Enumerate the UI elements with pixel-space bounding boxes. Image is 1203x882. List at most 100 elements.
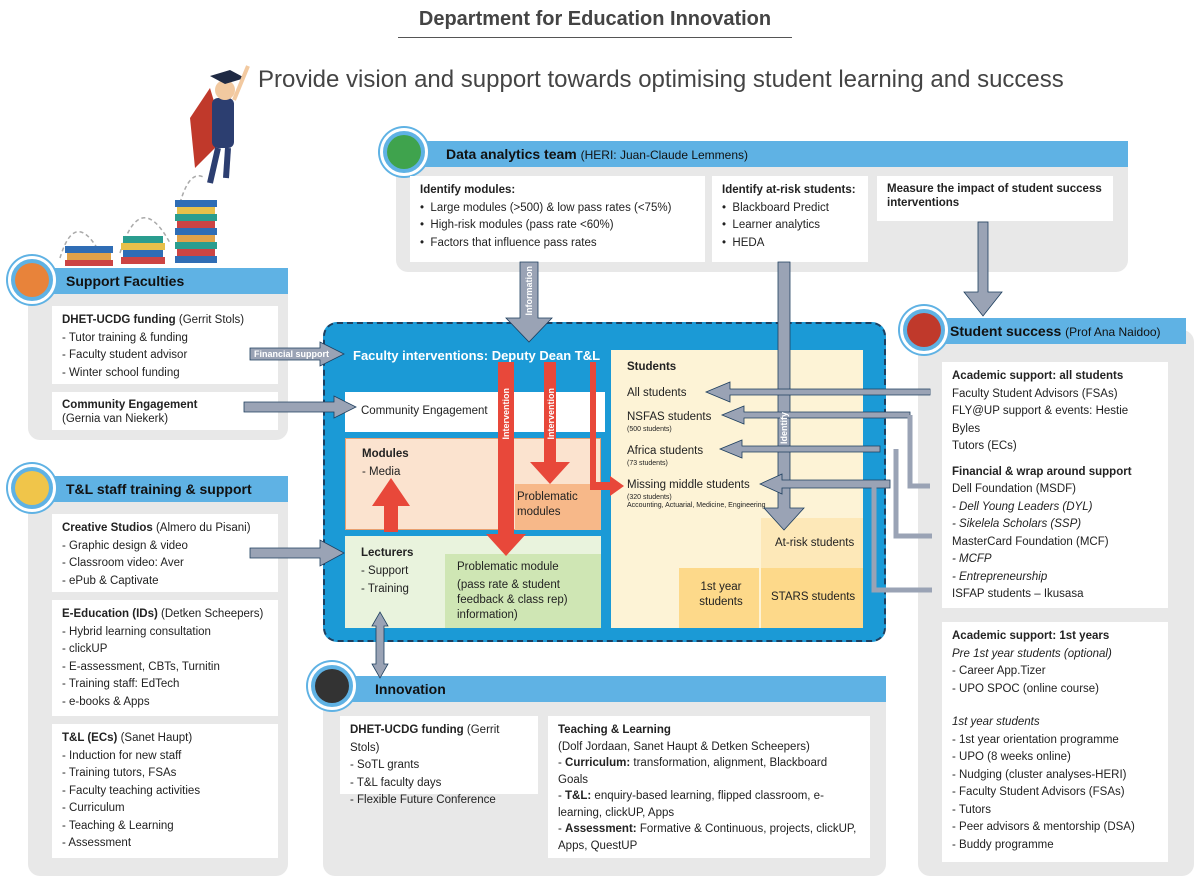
intervention-label-2: Intervention	[546, 388, 556, 440]
item-label: T&L:	[565, 790, 592, 802]
classroom-icon	[15, 471, 49, 505]
data-analytics-title: Data analytics team	[446, 146, 577, 162]
list-item: Assessment	[62, 835, 268, 853]
list-item: Peer advisors & mentorship (DSA)	[952, 819, 1158, 837]
card-heading-sub: (Gerrit Stols)	[178, 314, 245, 326]
first-year-box: 1st year students	[679, 568, 759, 628]
stars-box: STARS students	[761, 568, 863, 628]
card-heading-sub: (Sanet Haupt)	[120, 732, 193, 744]
card-heading-sub: (Detken Scheepers)	[161, 608, 264, 620]
lecturers-title: Lecturers	[361, 547, 414, 559]
tl-staff-header: T&L staff training & support	[28, 476, 288, 502]
list-item: UPO SPOC (online course)	[952, 681, 1158, 699]
list-item: Curriculum	[62, 800, 268, 818]
creative-studios-card: Creative Studios (Almero du Pisani) Grap…	[52, 514, 278, 592]
list-item: - Dell Young Leaders (DYL)	[952, 500, 1093, 513]
community-engagement-box: Community Engagement	[345, 392, 605, 432]
financial-support-label: Financial support	[254, 349, 330, 359]
faculty-interventions-title: Faculty interventions: Deputy Dean T&L	[353, 348, 601, 363]
student-success-title: Student success	[950, 323, 1062, 339]
list-item: Winter school funding	[62, 365, 268, 383]
tl-staff-title: T&L staff training & support	[66, 481, 252, 497]
innovation-teaching-learning-card: Teaching & Learning (Dolf Jordaan, Sanet…	[548, 716, 870, 858]
list-item: Learner analytics	[722, 217, 858, 235]
community-engagement-card: Community Engagement (Gernia van Niekerk…	[52, 392, 278, 430]
list-item: - T&L: enquiry-based learning, flipped c…	[558, 790, 824, 819]
africa-students-label: Africa students	[627, 445, 704, 457]
item-label: Assessment:	[565, 823, 637, 835]
list-item: Large modules (>500) & low pass rates (<…	[420, 200, 695, 218]
innovation-title: Innovation	[375, 681, 446, 697]
community-engagement-label: Community Engagement	[361, 405, 488, 417]
list-item: 1st year orientation programme	[952, 732, 1158, 750]
lightbulb-icon	[315, 669, 349, 703]
list-item: Induction for new staff	[62, 748, 268, 766]
card-heading: DHET-UCDG funding	[62, 314, 176, 326]
data-analytics-header: Data analytics team (HERI: Juan-Claude L…	[396, 141, 1128, 167]
e-education-card: E-Education (IDs) (Detken Scheepers) Hyb…	[52, 600, 278, 716]
list-item: ISFAP students – Ikusasa	[952, 588, 1084, 600]
all-students-label: All students	[627, 387, 687, 399]
modules-item: - Media	[362, 466, 401, 478]
measure-impact-card: Measure the impact of student success in…	[877, 176, 1113, 221]
card-subheading: 1st year students	[952, 716, 1040, 728]
card-heading-sub: (Gerrit Stols)	[350, 724, 500, 754]
lecturers-item: - Training	[361, 583, 409, 595]
students-title: Students	[627, 361, 677, 373]
africa-count: (73 students)	[627, 460, 668, 467]
card-heading-sub: (Almero du Pisani)	[155, 522, 251, 534]
list-item: Faculty Student Advisors (FSAs)	[952, 784, 1158, 802]
item-label: Curriculum:	[565, 757, 631, 769]
list-item: Blackboard Predict	[722, 200, 858, 218]
list-item: Tutors (ECs)	[952, 440, 1017, 452]
card-line: (Dolf Jordaan, Sanet Haupt & Detken Sche…	[558, 740, 810, 753]
item-text: Formative & Continuous, projects, clickU…	[558, 823, 857, 852]
tl-staff-badge	[8, 464, 56, 512]
list-item: Flexible Future Conference	[350, 792, 528, 810]
card-heading: T&L (ECs)	[62, 732, 118, 744]
data-analytics-subtitle: (HERI: Juan-Claude Lemmens)	[580, 148, 749, 162]
list-item: HEDA	[722, 235, 858, 253]
list-item: UPO (8 weeks online)	[952, 749, 1158, 767]
list-item: SoTL grants	[350, 757, 528, 775]
list-item: Classroom video: Aver	[62, 555, 268, 573]
innovation-header: Innovation	[323, 676, 886, 702]
list-item: - Assessment: Formative & Continuous, pr…	[558, 823, 857, 852]
student-success-badge	[900, 306, 948, 354]
card-heading: Academic support: 1st years	[952, 630, 1110, 642]
tl-ecs-card: T&L (ECs) (Sanet Haupt) Induction for ne…	[52, 724, 278, 858]
information-label: Information	[524, 266, 534, 316]
problematic-modules-label: Problematic modules	[517, 491, 578, 518]
innovation-dhet-card: DHET-UCDG funding (Gerrit Stols) SoTL gr…	[340, 716, 538, 806]
list-item: Hybrid learning consultation	[62, 624, 268, 642]
lecturers-item: - Support	[361, 565, 409, 577]
nsfas-count: (500 students)	[627, 426, 672, 433]
list-item: - MCFP	[952, 553, 992, 565]
at-risk-label: At-risk students	[775, 537, 855, 549]
list-item: Faculty teaching activities	[62, 783, 268, 801]
list-item: - Entrepreneurship	[952, 570, 1048, 583]
card-line: (Gernia van Niekerk)	[62, 413, 169, 425]
list-item: ePub & Captivate	[62, 573, 268, 591]
identify-at-risk-card: Identify at-risk students: Blackboard Pr…	[712, 176, 868, 262]
problematic-module-detail: (pass rate & student feedback & class re…	[457, 579, 568, 621]
list-item: Tutor training & funding	[62, 330, 268, 348]
list-item: e-books & Apps	[62, 694, 268, 712]
graduate-icon	[907, 313, 941, 347]
graduate-illustration-icon	[59, 65, 250, 266]
list-item: Buddy programme	[952, 837, 1158, 855]
problematic-module-label: Problematic module	[457, 561, 559, 573]
support-faculties-title: Support Faculties	[66, 273, 185, 289]
list-item: Career App.Tizer	[952, 663, 1158, 681]
card-heading: Creative Studios	[62, 522, 153, 534]
innovation-badge	[308, 662, 356, 710]
first-year-label: 1st year students	[699, 581, 743, 608]
dhet-funding-card: DHET-UCDG funding (Gerrit Stols) Tutor t…	[52, 306, 278, 384]
identify-modules-heading: Identify modules:	[420, 184, 516, 196]
stars-label: STARS students	[771, 591, 856, 603]
missing-middle-fields: Accounting, Actuarial, Medicine, Enginee…	[627, 502, 766, 509]
list-item: E-assessment, CBTs, Turnitin	[62, 659, 268, 677]
card-heading: Financial & wrap around support	[952, 465, 1132, 478]
list-item: Tutors	[952, 802, 1158, 820]
